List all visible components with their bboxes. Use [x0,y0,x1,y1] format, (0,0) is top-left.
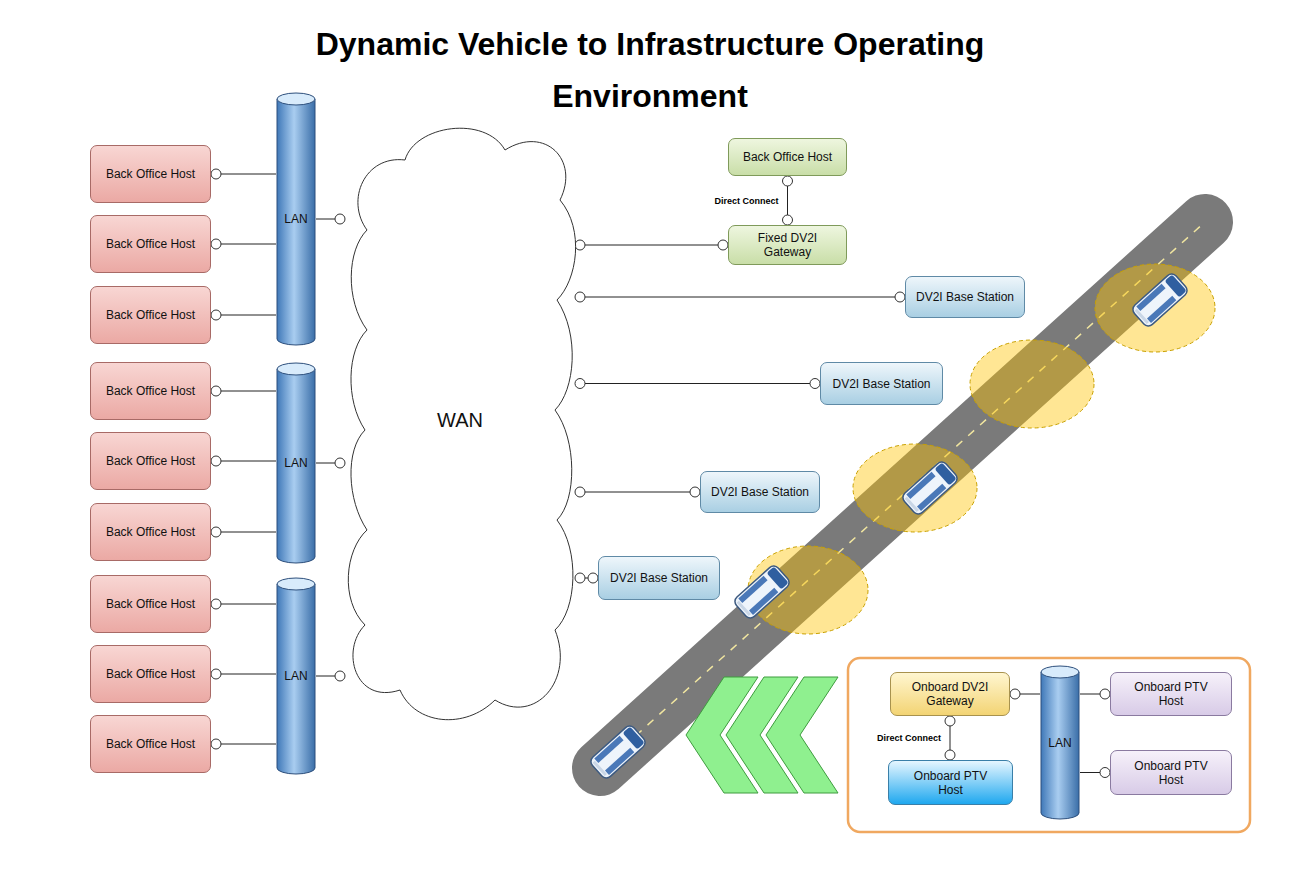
node-text: Onboard PTV Host [1125,680,1217,708]
port-circle [211,310,221,320]
node-text: LAN [1048,736,1071,750]
onboard-gateway: Onboard DV2I Gateway [890,672,1010,716]
port-circle [945,716,955,726]
back-office-host: Back Office Host [90,362,211,420]
ptv-host: Onboard PTV Host [1110,750,1232,795]
port-circle [335,458,345,468]
port-circle [810,379,820,389]
node-text: LAN [284,456,307,470]
node-text: LAN [284,212,307,226]
fixed-gateway: Fixed DV2I Gateway [728,225,847,265]
base-station: DV2I Base Station [598,556,720,600]
port-circle [1100,689,1110,699]
node-text: Back Office Host [106,237,195,251]
port-circle [211,527,221,537]
lan-cylinder: LAN [276,92,316,346]
port-circle [211,239,221,249]
node-text: Onboard PTV Host [1125,759,1217,787]
node-text: Back Office Host [106,737,195,751]
coverage-zones [748,264,1215,634]
port-circle [211,669,221,679]
node-text: DV2I Base Station [610,571,708,585]
back-office-host: Back Office Host [90,575,211,633]
node-text: Fixed DV2I Gateway [748,231,828,259]
lan-cylinder: LAN [1040,665,1080,820]
node-text: Back Office Host [106,167,195,181]
wan-cloud: WAN [345,120,575,720]
node-text: Back Office Host [106,525,195,539]
port-circle [575,292,585,302]
back-office-host: Back Office Host [90,432,211,490]
port-circle [211,739,221,749]
port-circle [1010,689,1020,699]
edge-label: Direct Connect [713,196,779,206]
port-circle [211,386,221,396]
port-circle [588,573,598,583]
port-circle [211,599,221,609]
back-office-host: Back Office Host [90,715,211,773]
port-circle [575,487,585,497]
node-text: Back Office Host [106,597,195,611]
back-office-host: Back Office Host [90,503,211,561]
direction-chevrons [686,677,838,793]
onboard-panel [848,658,1250,832]
back-office-host: Back Office Host [90,645,211,703]
port-circle [575,240,585,250]
node-text: WAN [437,408,483,432]
base-station: DV2I Base Station [700,471,820,513]
back-office-host: Back Office Host [90,286,211,344]
node-text: Back Office Host [106,454,195,468]
node-text: Onboard PTV Host [905,769,997,797]
back-office-host: Back Office Host [90,215,211,273]
port-circle [690,487,700,497]
connector [575,245,728,246]
port-circle [335,214,345,224]
edge-label: Direct Connect [876,733,942,743]
node-text: DV2I Base Station [711,485,809,499]
port-circle [575,379,585,389]
title: Dynamic Vehicle to Infrastructure Operat… [300,18,1000,122]
node-text: LAN [284,669,307,683]
port-circle [211,169,221,179]
connector [575,297,905,298]
node-text: Back Office Host [106,308,195,322]
node-text: DV2I Base Station [832,377,930,391]
lan-cylinder: LAN [276,362,316,564]
lan-cylinder: LAN [276,577,316,775]
node-text: Onboard DV2I Gateway [904,680,996,708]
ptv-host: Onboard PTV Host [1110,672,1232,716]
ptv-host: Onboard PTV Host [888,760,1013,805]
connector [575,383,820,384]
port-circle [211,456,221,466]
back-office-host: Back Office Host [728,138,847,176]
back-office-host: Back Office Host [90,145,211,203]
node-text: Back Office Host [106,667,195,681]
port-circle [575,573,585,583]
port-circle [783,215,793,225]
port-circle [1100,768,1110,778]
port-circle [718,240,728,250]
node-text: Back Office Host [743,150,832,164]
port-circle [895,292,905,302]
port-circle [783,176,793,186]
base-station: DV2I Base Station [820,362,943,405]
node-text: DV2I Base Station [916,290,1014,304]
port-circle [335,671,345,681]
port-circle [945,750,955,760]
connector [575,492,700,493]
base-station: DV2I Base Station [905,276,1025,318]
node-text: Back Office Host [106,384,195,398]
